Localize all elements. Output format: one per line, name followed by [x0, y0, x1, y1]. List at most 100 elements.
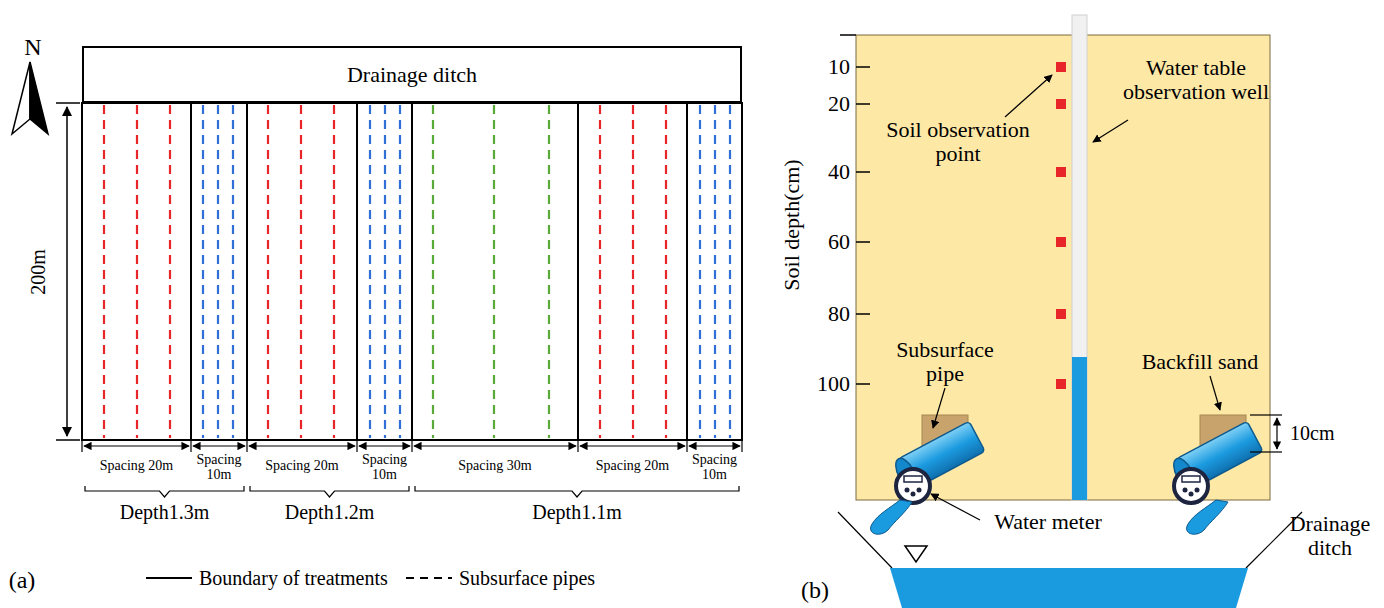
axis-tick-label: 80 [828, 302, 850, 326]
well-water [1072, 357, 1087, 500]
axis-tick [840, 34, 856, 36]
field-outline [82, 103, 742, 440]
subsurface-pipe-line [432, 105, 434, 438]
depth-label: Depth1.2m [285, 501, 374, 523]
depth-tick [856, 241, 870, 243]
treatment-boundary [577, 103, 579, 440]
spacing-label: Spacing 30m [458, 458, 532, 473]
length-arrow [66, 107, 68, 436]
leader-line [1093, 120, 1128, 142]
spacing-label: Spacing 20m [100, 458, 174, 473]
subsurface-pipe-line [333, 105, 335, 438]
soil-observation-point [1056, 309, 1066, 319]
dimension-tick [686, 440, 687, 452]
dimension-tick [190, 440, 191, 452]
outflow [871, 500, 912, 534]
treatment-boundary [246, 103, 248, 440]
dimension-tick [246, 440, 247, 452]
spacing-label: Spacing 10m [358, 452, 412, 483]
subsurface-pipe-line [136, 105, 138, 438]
subsurface-pipe-line [300, 105, 302, 438]
spacing-label: Spacing 10m [688, 452, 742, 483]
soil-observation-point [1056, 99, 1066, 109]
axis-tick-label: 100 [817, 372, 850, 396]
soil-observation-point [1056, 62, 1066, 72]
spacing-arrow [249, 445, 355, 446]
ditch-label: Drainage ditch [347, 62, 477, 88]
callout-label: Water table observation well [1121, 56, 1271, 104]
subsurface-pipe-line [232, 105, 234, 438]
legend-entry: Boundary of treatments [145, 565, 388, 591]
callout-label: Soil observation point [871, 118, 1046, 166]
dimension-tick [411, 440, 412, 452]
dimension-tick [577, 440, 578, 452]
spacing-arrow [580, 445, 685, 446]
ditch-water [890, 568, 1248, 608]
axis-title: Soil depth(cm) [780, 159, 804, 290]
subsurface-pipe-line [103, 105, 105, 438]
axis-tick-label: 10 [828, 55, 850, 79]
subsurface-pipe-line [384, 105, 386, 438]
treatment-boundary [356, 103, 358, 440]
dimension-tick [81, 440, 82, 452]
dimension-arrow [1276, 418, 1277, 449]
spacing-label: Spacing 20m [265, 458, 339, 473]
observation-well [1072, 15, 1087, 500]
soil-observation-point [1056, 237, 1066, 247]
depth-ticks [856, 67, 870, 384]
water-meter [896, 469, 930, 503]
spacing-label: Spacing 20m [596, 458, 670, 473]
panel-label: (a) [9, 567, 36, 593]
subsurface-pipe-line [699, 105, 701, 438]
subsurface-pipe-line [729, 105, 731, 438]
leader-line [931, 494, 980, 520]
depth-tick [856, 383, 870, 385]
subsurface-pipe-line [493, 105, 495, 438]
dimension-tick [56, 102, 80, 104]
depth-tick [856, 103, 870, 105]
water-meters [896, 469, 1208, 503]
subsurface-pipe-line [632, 105, 634, 438]
treatment-boundary [190, 103, 192, 440]
axis-tick-label: 40 [828, 160, 850, 184]
soil-body [856, 35, 1270, 500]
soil-observation-point [1056, 379, 1066, 389]
subsurface-pipe [891, 421, 985, 492]
subsurface-pipe-line [548, 105, 550, 438]
leader-line [933, 388, 945, 428]
treatment-boundaries [82, 103, 742, 452]
ditch-bank [838, 512, 892, 568]
north-arrow [30, 62, 48, 134]
leader-line [1210, 376, 1220, 410]
water-meter [1174, 469, 1208, 503]
subsurface-pipe-line [399, 105, 401, 438]
treatment-boundary [686, 103, 688, 440]
depth-brace [415, 486, 739, 497]
soil-profile [838, 15, 1302, 608]
spacing-arrow [414, 445, 576, 446]
axis-tick-label: 20 [828, 92, 850, 116]
depth-label: Depth1.3m [120, 501, 209, 523]
dimension-tick [1250, 451, 1282, 452]
soil-observation-points [1056, 62, 1066, 389]
outflow [1187, 500, 1228, 534]
dimension-tick [56, 439, 80, 441]
field-layout [0, 0, 742, 578]
subsurface-pipe [1169, 421, 1263, 492]
spacing-label: Spacing 10m [192, 452, 246, 483]
legend-text: Subsurface pipes [459, 567, 595, 590]
legend-swatch [145, 573, 193, 583]
subsurface-pipe-line [169, 105, 171, 438]
depth-braces [85, 486, 739, 497]
depth-tick [856, 171, 870, 173]
soil-observation-point [1056, 167, 1066, 177]
dimension-label: 200m [27, 249, 49, 295]
subsurface-pipe-line [369, 105, 371, 438]
callout-label: Water meter [994, 510, 1102, 534]
ditch-band: Drainage ditch [82, 46, 742, 103]
treatment-boundary [411, 103, 413, 440]
spacing-arrows [84, 446, 740, 447]
subsurface-pipe-line [217, 105, 219, 438]
subsurface-pipe-line [267, 105, 269, 438]
